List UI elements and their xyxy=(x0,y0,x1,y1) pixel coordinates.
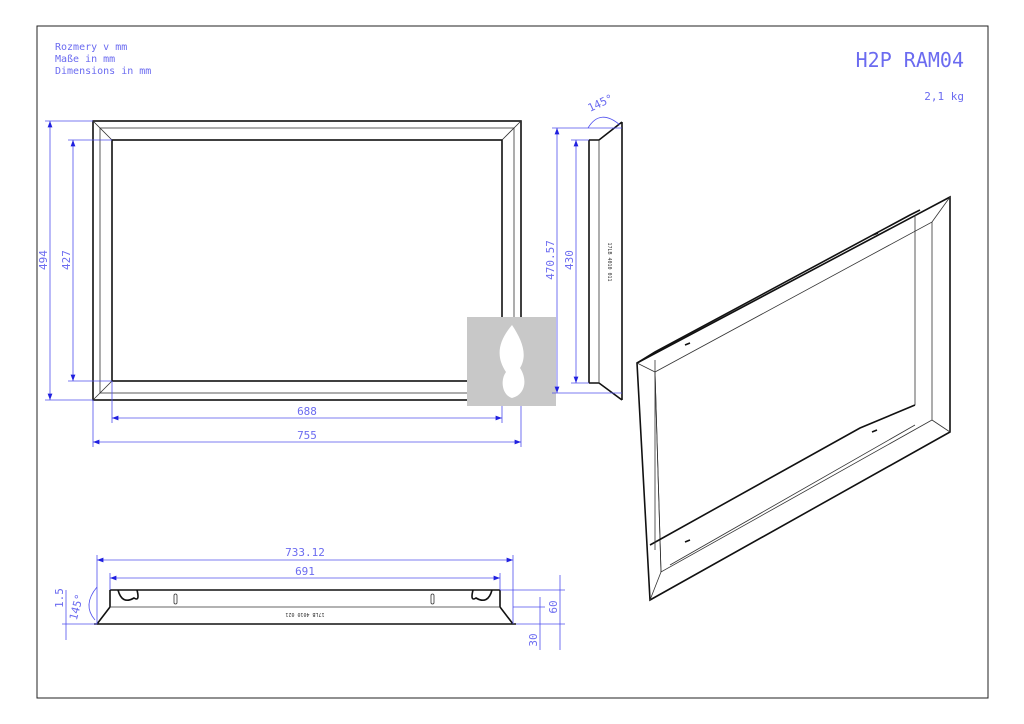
dim-733-12: 733.12 xyxy=(285,546,325,559)
dim-494: 494 xyxy=(37,250,50,270)
dim-755: 755 xyxy=(297,429,317,442)
dim-470-57: 470.57 xyxy=(544,240,557,280)
front-view: 494 427 688 755 xyxy=(37,120,522,447)
dim-30: 30 xyxy=(527,633,540,646)
note-de: Maße in mm xyxy=(55,54,115,65)
dim-430: 430 xyxy=(563,250,576,270)
dim-1-5: 1.5 xyxy=(53,588,66,608)
weight-label: 2,1 kg xyxy=(924,90,964,103)
dim-60: 60 xyxy=(547,600,560,613)
sheet-border xyxy=(36,25,989,699)
dim-427: 427 xyxy=(60,250,73,270)
part-number: 17LB 4010 011 xyxy=(606,242,612,281)
bottom-view: 733.12 691 1.5 145° 60 30 17LB 4010 021 xyxy=(53,546,565,650)
angle-label-bottom: 145° xyxy=(67,593,86,622)
flame-logo xyxy=(467,317,556,406)
dim-688: 688 xyxy=(297,405,317,418)
dim-691: 691 xyxy=(295,565,315,578)
note-cz: Rozmery v mm xyxy=(55,42,127,53)
note-en: Dimensions in mm xyxy=(55,66,151,77)
side-view: 470.57 430 145° 17LB 4010 011 xyxy=(544,92,623,401)
drawing-title: H2P RAM04 xyxy=(856,48,964,72)
part-number-bottom: 17LB 4010 021 xyxy=(285,611,324,617)
isometric-view xyxy=(636,195,951,602)
angle-label: 145° xyxy=(586,92,616,115)
